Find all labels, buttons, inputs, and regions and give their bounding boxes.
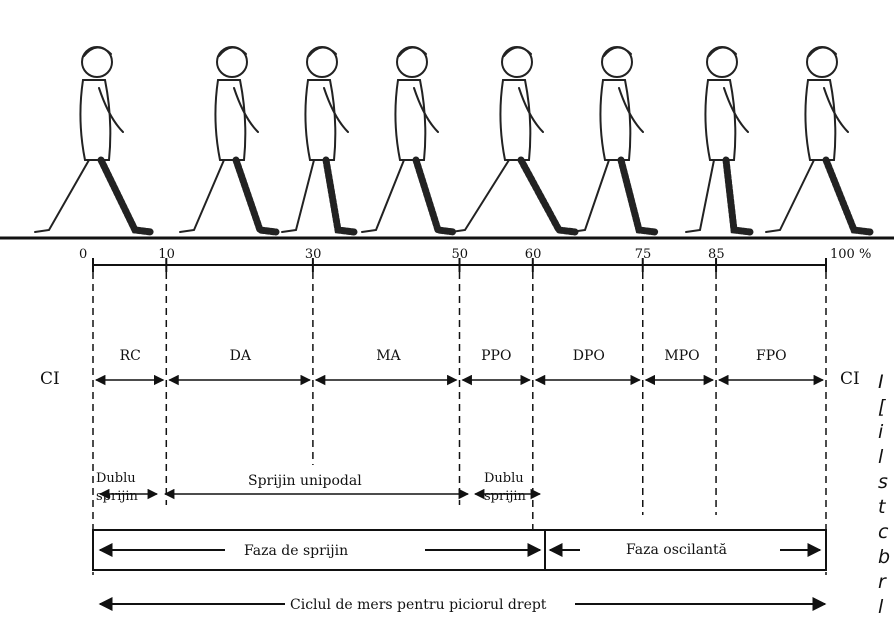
side-text-char: t xyxy=(878,495,894,520)
side-text-char: i xyxy=(878,420,894,445)
swing-phase-label: Faza oscilantă xyxy=(626,542,727,558)
side-text-char: I xyxy=(878,370,894,395)
walking-figure xyxy=(362,47,454,232)
walking-figure xyxy=(180,47,276,232)
gait-cycle-label: Ciclul de mers pentru piciorul drept xyxy=(290,597,547,613)
subphase-label: DA xyxy=(230,348,252,364)
stance-phase-label: Faza de sprijin xyxy=(244,543,348,559)
side-text-char: r xyxy=(878,570,894,595)
side-text-char: [ xyxy=(878,395,894,420)
side-text-char: s xyxy=(878,470,894,495)
initial-contact-label-right: CI xyxy=(840,369,860,389)
subphase-label: RC xyxy=(120,348,141,364)
side-text-char: l xyxy=(878,595,894,620)
initial-contact-label-left: CI xyxy=(40,369,60,389)
subphase-label: PPO xyxy=(481,348,511,364)
walking-figure xyxy=(35,47,151,232)
subphase-label: MA xyxy=(376,348,401,364)
axis-tick-label: 85 xyxy=(708,247,725,262)
axis-tick-label: 30 xyxy=(305,247,322,262)
axis-tick-label: 10 xyxy=(158,247,175,262)
walking-figures xyxy=(35,47,870,232)
axis-tick-label: 50 xyxy=(452,247,469,262)
side-text-char: b xyxy=(878,545,894,570)
subphase-label: DPO xyxy=(573,348,605,364)
axis-ticks: 0 10 30 50 60 75 85 100 % xyxy=(79,247,871,272)
axis-tick-label: 75 xyxy=(635,247,652,262)
subphase-label: MPO xyxy=(664,348,699,364)
walking-figure xyxy=(282,47,354,232)
side-text-char: c xyxy=(878,520,894,545)
walking-figure xyxy=(686,47,750,232)
axis-tick-label: 100 % xyxy=(830,247,871,262)
walking-figure xyxy=(571,47,655,232)
axis-tick-label: 0 xyxy=(79,247,87,262)
axis-tick-label: 60 xyxy=(525,247,542,262)
subphase-label: FPO xyxy=(756,348,787,364)
subphase-row: RC DA MA PPO DPO MPO FPO xyxy=(96,348,823,380)
walking-figure xyxy=(766,47,870,232)
single-support-label: Sprijin unipodal xyxy=(248,473,362,489)
walking-figure xyxy=(451,47,575,232)
side-text-char: l xyxy=(878,445,894,470)
